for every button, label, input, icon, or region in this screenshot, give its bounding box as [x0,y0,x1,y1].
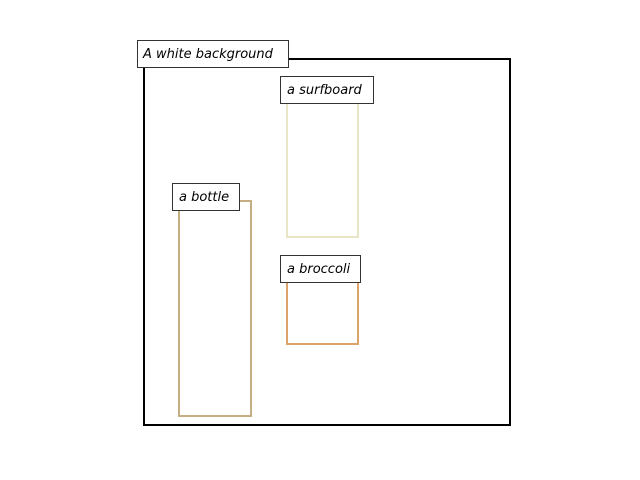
background-label-bg [137,40,289,68]
bottle-label: a bottle [172,183,240,211]
bottle-label-bg [172,183,240,211]
bottle-box [178,200,252,417]
surfboard-box [286,89,359,238]
background-label: A white background [137,40,289,68]
surfboard-label-text: a surfboard [287,83,363,98]
bottle-label-text: a bottle [179,190,229,205]
surfboard-label: a surfboard [280,76,374,104]
broccoli-label: a broccoli [280,255,361,283]
surfboard-label-bg [280,76,374,104]
broccoli-label-text: a broccoli [287,262,351,277]
broccoli-label-bg [280,255,361,283]
background-label-text: A white background [142,47,274,62]
background-box [143,58,511,426]
